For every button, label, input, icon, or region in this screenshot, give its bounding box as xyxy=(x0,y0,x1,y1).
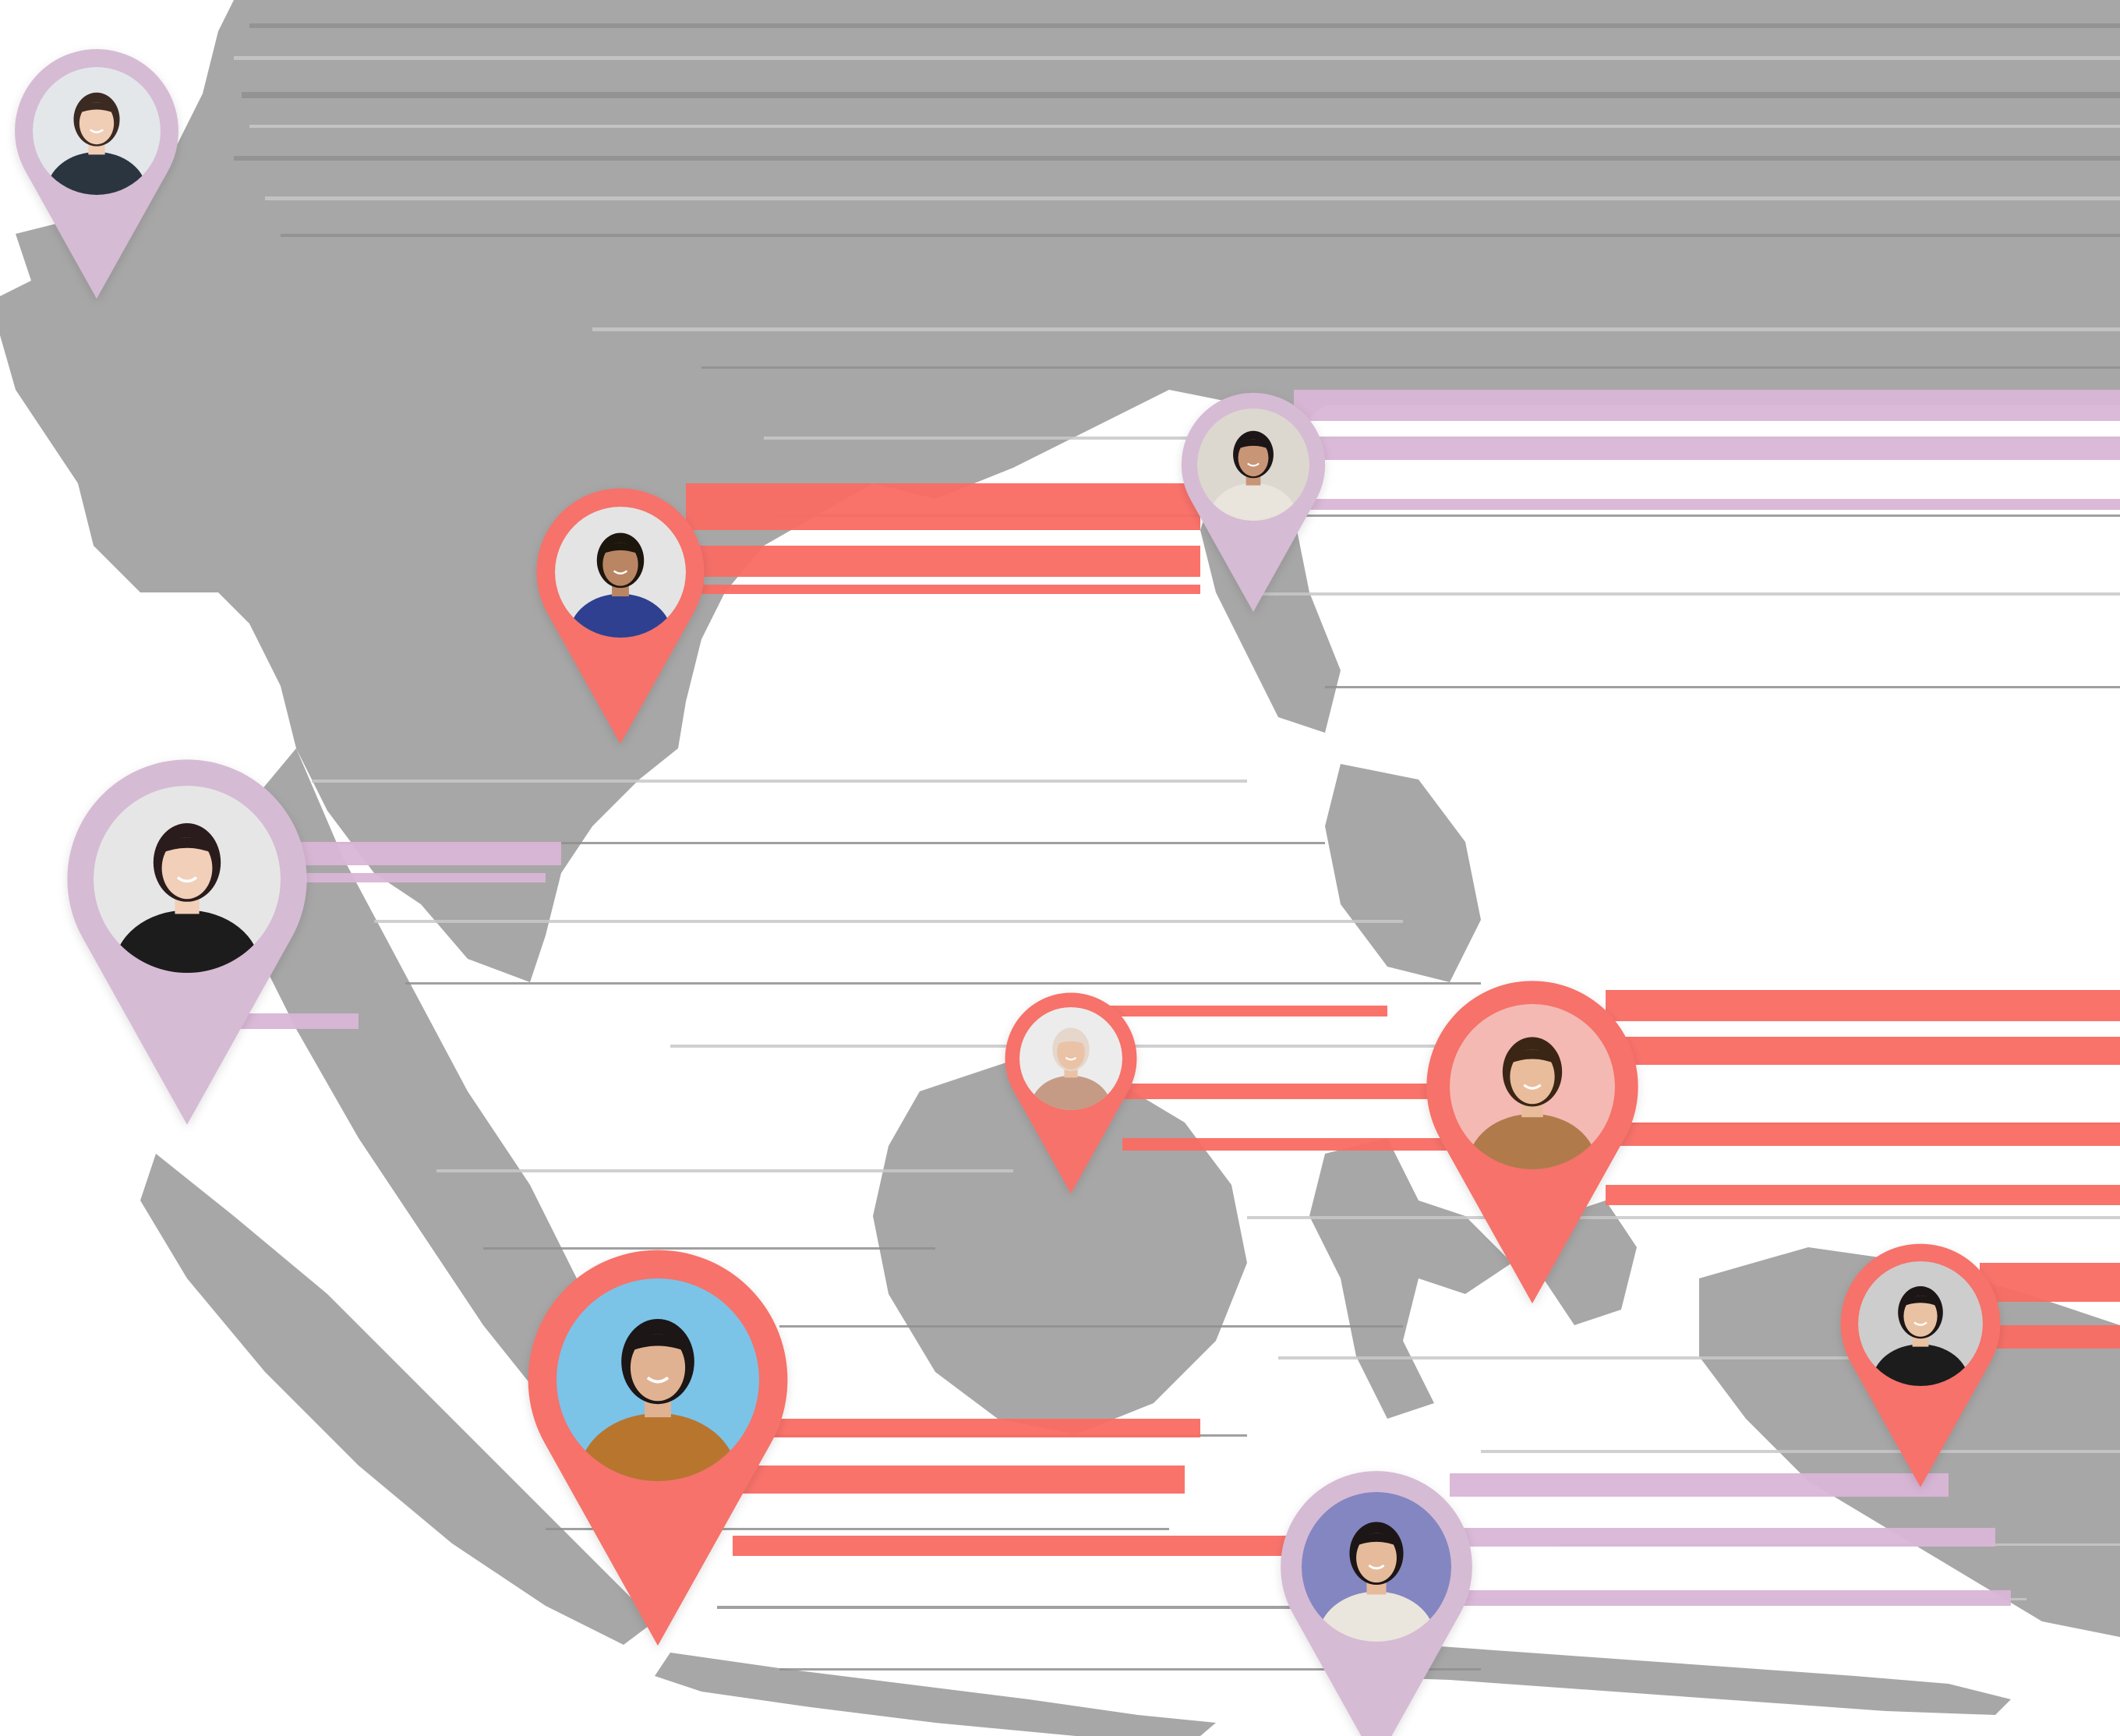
map-streaks xyxy=(234,23,2120,1671)
map-streak xyxy=(779,514,2120,517)
avatar xyxy=(1858,1261,1983,1386)
map-pin-man-mustard-jacket[interactable] xyxy=(528,1250,788,1646)
pin-color-streak xyxy=(234,1013,359,1029)
person-torso xyxy=(1871,1344,1970,1386)
avatar xyxy=(1302,1492,1451,1642)
map-streak xyxy=(249,125,2120,128)
pin-color-streak xyxy=(1606,1185,2120,1205)
map-streak xyxy=(717,1606,1325,1609)
map-streak xyxy=(265,196,2120,200)
map-streak xyxy=(701,366,2120,369)
person-torso xyxy=(578,1412,737,1481)
map-streak xyxy=(779,1325,1403,1328)
map-streak xyxy=(779,1668,1481,1671)
pin-color-streak xyxy=(1294,390,2120,421)
pins-layer xyxy=(15,49,2001,1736)
avatar xyxy=(94,786,281,973)
person-face xyxy=(161,837,213,900)
map-pin-woman-black-blazer[interactable] xyxy=(67,759,307,1125)
map-streak xyxy=(1247,1216,2120,1219)
person-face xyxy=(602,543,638,586)
philippines-south xyxy=(1325,764,1481,982)
map-streak xyxy=(242,92,2120,98)
person-torso xyxy=(1209,483,1298,521)
map-streak xyxy=(546,1528,1169,1530)
person-face xyxy=(1238,439,1269,477)
mainland-landmass xyxy=(0,0,2120,982)
person-face xyxy=(1510,1049,1555,1105)
pin-color-streak xyxy=(1450,1473,1949,1497)
avatar xyxy=(555,507,686,638)
pin-color-streak xyxy=(1606,990,2120,1021)
pin-color-streak xyxy=(296,842,561,865)
pin-color-streak xyxy=(1450,1590,2011,1606)
map-streak xyxy=(405,982,1481,985)
map-streak xyxy=(327,842,1325,844)
pin-color-streak xyxy=(1294,499,2120,510)
person-face xyxy=(1903,1296,1938,1337)
map-streak xyxy=(483,1247,935,1250)
borneo-island xyxy=(873,1060,1247,1434)
lesser-sunda-islands xyxy=(1325,1645,2011,1715)
person-torso xyxy=(1318,1591,1435,1642)
avatar xyxy=(1450,1004,1615,1169)
person-torso xyxy=(1030,1075,1111,1110)
pin-color-streak xyxy=(1107,1006,1387,1016)
map-streak xyxy=(436,1169,1013,1172)
person-face xyxy=(79,102,115,145)
person-face xyxy=(1057,1035,1085,1070)
pin-color-streak xyxy=(733,1466,1185,1494)
pin-color-streak xyxy=(296,873,546,882)
person-torso xyxy=(47,152,147,195)
person-face xyxy=(1356,1533,1397,1583)
map-streak xyxy=(374,920,1403,923)
pin-color-streak xyxy=(1294,437,2120,460)
map-streak xyxy=(1278,1356,1949,1359)
pin-color-streak xyxy=(1107,1084,1450,1099)
avatar xyxy=(1019,1007,1122,1110)
person-torso xyxy=(114,910,260,973)
pin-color-streak xyxy=(733,1419,1200,1437)
pin-color-streak xyxy=(686,483,1200,530)
map-pin-woman-black-top[interactable] xyxy=(1840,1243,2001,1487)
avatar xyxy=(556,1278,759,1481)
java-island xyxy=(655,1653,1216,1736)
map-pin-woman-teal-blouse[interactable] xyxy=(15,49,178,299)
pin-color-streak xyxy=(1450,1528,1995,1547)
pin-color-streak xyxy=(686,585,1200,594)
pin-color-streak xyxy=(686,546,1200,577)
map-streak xyxy=(312,780,1247,783)
person-face xyxy=(630,1334,686,1402)
sulawesi-island xyxy=(1309,1138,1512,1419)
pin-color-streak xyxy=(1122,1138,1450,1151)
sumatra-island xyxy=(140,1154,655,1645)
map-streak xyxy=(592,327,2120,331)
map-streak xyxy=(234,156,2120,161)
pin-color-streak xyxy=(733,1536,1294,1556)
map-pin-woman-hijab[interactable] xyxy=(1005,992,1137,1194)
person-torso xyxy=(569,593,672,638)
map-pin-woman-brown-top[interactable] xyxy=(1426,981,1638,1304)
map-pin-man-white-blazer[interactable] xyxy=(1281,1471,1472,1736)
map-pin-woman-curly-hair[interactable] xyxy=(1181,392,1326,612)
pin-color-streak xyxy=(1606,1123,2120,1146)
pin-color-streak xyxy=(1606,1037,2120,1065)
person-torso xyxy=(1468,1113,1597,1169)
map-streak xyxy=(1247,592,2120,596)
map-streak xyxy=(1325,686,2120,688)
avatar xyxy=(33,67,161,195)
map-streak xyxy=(234,56,2120,60)
map-pin-man-blue-polo[interactable] xyxy=(536,488,705,744)
avatar xyxy=(1197,408,1309,521)
map-streak xyxy=(1481,1450,2120,1453)
map-streak xyxy=(281,234,2120,237)
pin-color-streak xyxy=(1980,1325,2120,1349)
pin-color-streak xyxy=(1980,1263,2120,1302)
map-streak xyxy=(249,23,2120,28)
